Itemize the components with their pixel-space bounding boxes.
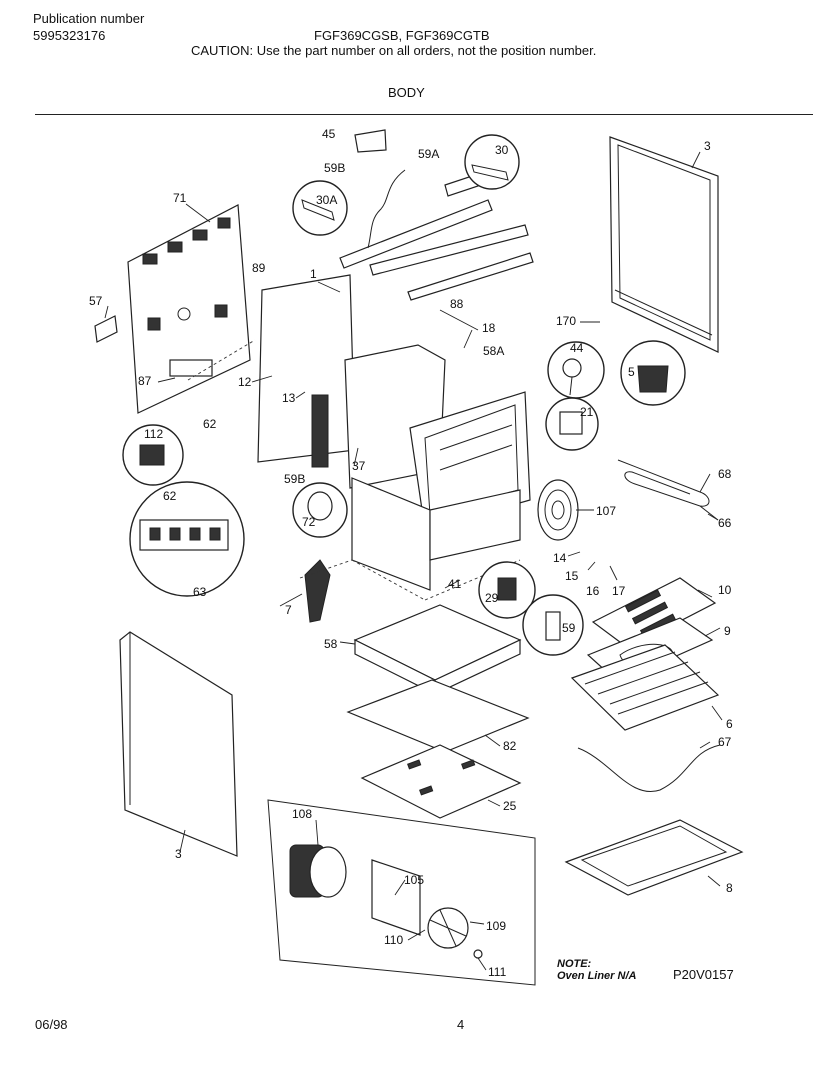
callout-6: 6 — [726, 717, 733, 731]
callout-107: 107 — [596, 504, 616, 518]
drawer-tray — [564, 819, 744, 896]
bracket-57 — [94, 315, 118, 343]
note-text: Oven Liner N/A — [557, 970, 637, 982]
callout-37: 37 — [352, 459, 366, 473]
callout-105: 105 — [404, 873, 424, 887]
callout-68: 68 — [718, 467, 732, 481]
strap-part — [304, 559, 331, 623]
callout-16: 16 — [586, 584, 600, 598]
callout-3-top: 3 — [704, 139, 711, 153]
revision-date: 06/98 — [35, 1017, 68, 1032]
callout-17: 17 — [612, 584, 626, 598]
callout-110: 110 — [384, 933, 403, 947]
callout-45: 45 — [322, 127, 336, 141]
callout-12: 12 — [238, 375, 252, 389]
callout-13: 13 — [282, 391, 296, 405]
callout-66: 66 — [718, 516, 732, 530]
fan-cover — [537, 479, 579, 541]
callout-9: 9 — [724, 624, 731, 638]
callout-88: 88 — [450, 297, 464, 311]
broil-element — [617, 459, 719, 521]
oven-rack — [570, 644, 720, 731]
callout-62-circle: 62 — [163, 489, 177, 503]
callout-8: 8 — [726, 881, 733, 895]
page-number: 4 — [457, 1017, 465, 1032]
callout-59a: 59A — [418, 147, 439, 161]
callout-63: 63 — [193, 585, 207, 599]
callout-25: 25 — [503, 799, 517, 813]
callout-71: 71 — [173, 191, 187, 205]
inset-details — [139, 164, 669, 641]
callout-59: 59 — [562, 621, 576, 635]
callout-14: 14 — [553, 551, 567, 565]
callout-89: 89 — [252, 261, 266, 275]
note-label: NOTE: — [557, 958, 592, 970]
callout-59b-top: 59B — [324, 161, 345, 175]
callout-87: 87 — [138, 374, 152, 388]
callout-21: 21 — [580, 405, 594, 419]
callout-72: 72 — [302, 515, 316, 529]
callout-112: 112 — [144, 427, 163, 441]
callout-109: 109 — [486, 919, 506, 933]
callout-58a: 58A — [483, 344, 504, 358]
callout-111: 111 — [488, 965, 507, 979]
oven-body — [257, 274, 531, 591]
header-divider — [35, 114, 813, 115]
wire-harness — [577, 744, 721, 793]
model-numbers: FGF369CGSB, FGF369CGTB — [314, 28, 490, 43]
callout-58: 58 — [324, 637, 338, 651]
inset-30A — [292, 180, 348, 236]
section-title: BODY — [388, 85, 425, 100]
callout-41: 41 — [448, 577, 462, 591]
callout-59b-mid: 59B — [284, 472, 305, 486]
callout-3-bottom: 3 — [175, 847, 182, 861]
callout-170: 170 — [556, 314, 576, 328]
top-rails — [339, 129, 534, 301]
callout-10: 10 — [718, 583, 732, 597]
drawing-code: P20V0157 — [673, 967, 734, 982]
callout-15: 15 — [565, 569, 579, 583]
callout-30: 30 — [495, 143, 509, 157]
fan-motor-inset — [267, 799, 536, 986]
side-panel-bottom — [119, 631, 238, 857]
callout-30a: 30A — [316, 193, 337, 207]
callout-67: 67 — [718, 735, 732, 749]
callout-leaders — [104, 151, 723, 971]
side-panel-top — [609, 136, 719, 353]
callout-7: 7 — [285, 603, 292, 617]
callout-57: 57 — [89, 294, 103, 308]
publication-number: 5995323176 — [33, 28, 106, 43]
bottom-panel-58 — [353, 604, 522, 695]
callout-1: 1 — [310, 267, 317, 281]
bottom-panel-25 — [360, 744, 522, 819]
caution-text: CAUTION: Use the part number on all orde… — [191, 43, 597, 58]
callout-29: 29 — [485, 591, 499, 605]
callout-62-small: 62 — [203, 417, 217, 431]
callout-5: 5 — [628, 365, 635, 379]
bottom-panel-82 — [346, 679, 530, 753]
inset-30 — [464, 134, 520, 190]
callout-18: 18 — [482, 321, 496, 335]
callout-44: 44 — [570, 341, 584, 355]
callout-82: 82 — [503, 739, 517, 753]
callout-108: 108 — [292, 807, 312, 821]
publication-label: Publication number — [33, 11, 145, 26]
